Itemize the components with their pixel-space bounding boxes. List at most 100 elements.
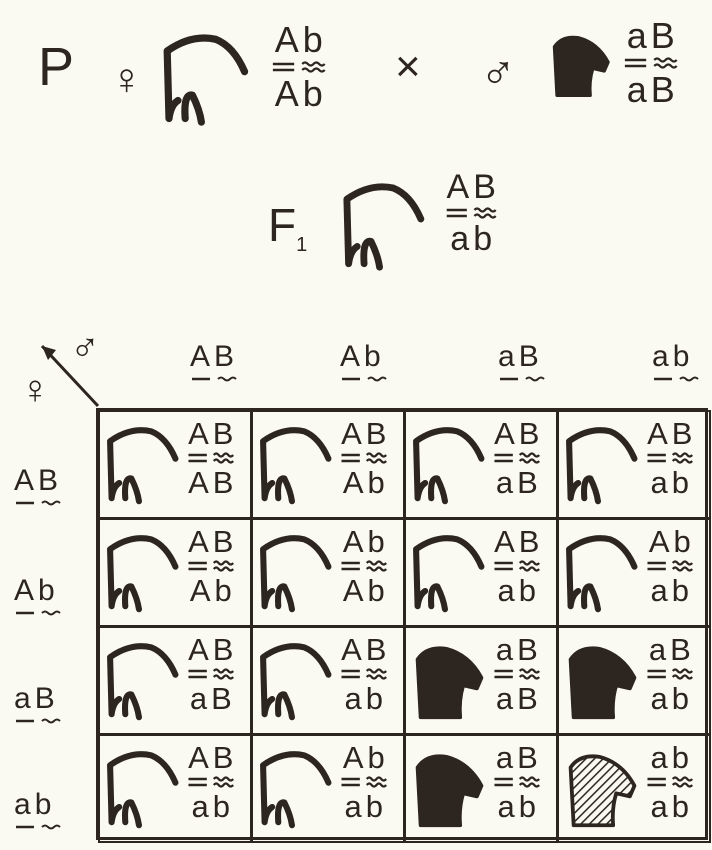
allele-bottom: B bbox=[517, 683, 538, 714]
allele-top: A bbox=[188, 526, 209, 557]
allele-bottom: a bbox=[190, 683, 207, 714]
p-label: P bbox=[38, 40, 74, 94]
allele-top: A bbox=[275, 22, 299, 58]
allele-top: b bbox=[368, 742, 385, 773]
chromosome-marks bbox=[645, 559, 695, 573]
allele-bottom: a bbox=[498, 791, 515, 822]
allele-top: B bbox=[519, 418, 540, 449]
gamete-allele: a bbox=[498, 342, 515, 372]
chromosome-marks bbox=[645, 667, 695, 681]
allele-top: B bbox=[213, 634, 234, 665]
allele-bottom: A bbox=[343, 467, 364, 498]
allele-top: b bbox=[672, 742, 689, 773]
horse-light-icon bbox=[410, 526, 486, 623]
allele-bottom: b bbox=[366, 791, 383, 822]
allele-bottom: a bbox=[651, 467, 668, 498]
allele-bottom: A bbox=[275, 76, 299, 112]
gamete-marks bbox=[14, 499, 64, 509]
gamete-label: Ab bbox=[340, 342, 390, 390]
allele-top: A bbox=[494, 418, 515, 449]
gamete-allele: B bbox=[35, 684, 55, 714]
allele-bottom: a bbox=[450, 222, 469, 256]
allele-bottom: a bbox=[345, 683, 362, 714]
grid-female-symbol: ♀ bbox=[20, 370, 50, 410]
gamete-allele: B bbox=[519, 342, 539, 372]
chromosome-marks bbox=[270, 60, 328, 74]
allele-bottom: b bbox=[672, 467, 689, 498]
chromosome-marks bbox=[645, 451, 695, 465]
cell-genotype: ABab bbox=[186, 742, 236, 822]
horse-light-icon bbox=[104, 526, 180, 623]
chromosome-marks bbox=[186, 559, 236, 573]
gamete-allele: A bbox=[14, 576, 34, 606]
allele-top: B bbox=[651, 18, 675, 54]
punnett-cell: ABab bbox=[251, 626, 405, 735]
allele-top: B bbox=[213, 742, 234, 773]
allele-bottom: b bbox=[303, 76, 323, 112]
gamete-marks bbox=[14, 609, 64, 619]
punnett-cell: AbAb bbox=[251, 518, 405, 627]
horse-black-icon bbox=[410, 742, 486, 839]
allele-bottom: B bbox=[651, 72, 675, 108]
horse-black-icon bbox=[563, 634, 639, 731]
chromosome-marks bbox=[492, 451, 542, 465]
chromosome-marks bbox=[339, 559, 389, 573]
female-symbol: ♀ bbox=[110, 58, 143, 102]
allele-bottom: b bbox=[672, 791, 689, 822]
allele-bottom: A bbox=[190, 575, 211, 606]
allele-top: b bbox=[674, 526, 691, 557]
punnett-cell: ABaB bbox=[404, 410, 558, 519]
allele-bottom: a bbox=[627, 72, 647, 108]
allele-top: B bbox=[366, 418, 387, 449]
allele-top: b bbox=[368, 526, 385, 557]
allele-bottom: a bbox=[651, 575, 668, 606]
horse-light-icon bbox=[104, 742, 180, 839]
allele-top: B bbox=[213, 418, 234, 449]
allele-bottom: a bbox=[345, 791, 362, 822]
punnett-cell: aBab bbox=[557, 626, 711, 735]
allele-top: A bbox=[341, 634, 362, 665]
allele-top: A bbox=[494, 526, 515, 557]
gamete-marks bbox=[498, 375, 548, 385]
chromosome-marks bbox=[622, 56, 680, 70]
allele-top: B bbox=[366, 634, 387, 665]
chromosome-marks bbox=[492, 559, 542, 573]
f1-label: F1 bbox=[268, 202, 307, 255]
gamete-allele: b bbox=[364, 342, 381, 372]
male-horse-black-icon bbox=[548, 22, 612, 111]
female-horse-light-icon bbox=[160, 28, 250, 133]
chromosome-marks bbox=[645, 775, 695, 789]
horse-light-icon bbox=[563, 418, 639, 515]
punnett-cell: ABAB bbox=[98, 410, 252, 519]
horse-light-icon bbox=[104, 634, 180, 731]
allele-top: b bbox=[303, 22, 323, 58]
cross-symbol: × bbox=[395, 45, 421, 89]
chromosome-marks bbox=[186, 667, 236, 681]
allele-top: A bbox=[341, 418, 362, 449]
allele-bottom: b bbox=[672, 683, 689, 714]
gamete-allele: A bbox=[190, 342, 210, 372]
allele-top: A bbox=[343, 526, 364, 557]
allele-top: A bbox=[447, 170, 470, 204]
gamete-label: ab bbox=[14, 790, 64, 838]
allele-bottom: b bbox=[519, 575, 536, 606]
allele-top: B bbox=[213, 526, 234, 557]
allele-top: A bbox=[188, 418, 209, 449]
gamete-label: AB bbox=[14, 466, 64, 514]
gamete-marks bbox=[14, 717, 64, 727]
allele-top: a bbox=[651, 742, 668, 773]
